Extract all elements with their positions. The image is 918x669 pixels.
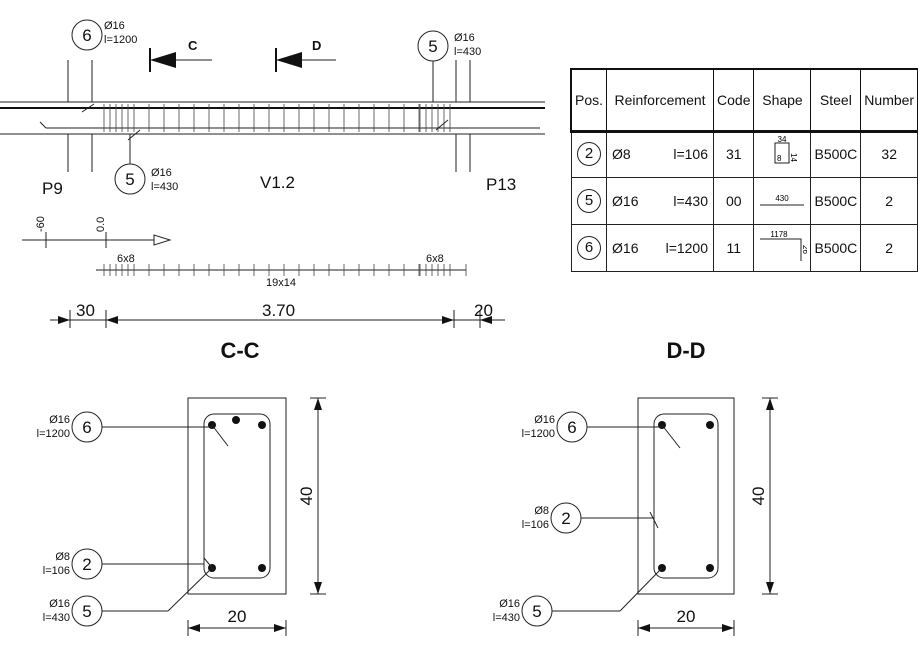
level-label-left: -60 [35,216,47,232]
row-steel: B500C [810,177,862,225]
shape-dim: 1178 [771,230,789,239]
row-diameter: Ø8 [612,146,631,162]
reinforcement-schedule: Pos. Reinforcement Code Shape Steel Numb… [569,67,918,272]
section-height-dd: 40 [749,487,768,506]
section-height-cc: 40 [297,487,316,506]
section-cut-label-c: C [188,38,198,53]
stirrup-spacing-ruler: 6x8 19x14 6x8 [96,253,467,289]
row-number: 32 [860,130,918,178]
row-number: 2 [860,177,918,225]
callout-length: l=1200 [104,34,137,46]
callout-number: 5 [82,602,91,621]
section-cc: C-C 40 20 6 Ø16 l=1200 2 Ø8 l=106 [37,338,326,636]
pos-badge: 5 [577,189,601,213]
callout-diameter: Ø16 [104,20,125,32]
dimension-left: 30 [76,301,95,320]
callout-diameter: Ø16 [49,414,70,426]
section-title-cc: C-C [220,338,259,363]
stirrup-group-left: 6x8 [117,253,135,265]
section-title-dd: D-D [666,338,705,363]
header-pos: Pos. [570,69,608,131]
row-code: 31 [713,130,755,178]
callout-length: l=430 [493,612,520,624]
callout-number: 5 [125,170,134,189]
row-steel: B500C [810,224,862,272]
column-label-right: P13 [486,175,516,194]
shape-dim: 26 [801,245,807,254]
header-reinforcement: Reinforcement [606,69,715,131]
row-length: l=1200 [665,240,709,256]
column-label-left: P9 [42,179,63,198]
pos-badge: 2 [577,142,601,166]
callout-pos6-elevation: 6 Ø16 l=1200 [71,19,137,51]
shape-dim: 430 [776,194,790,203]
shape-dim: 34 [778,135,787,144]
row-code: 11 [713,224,755,272]
callout-number: 2 [82,555,91,574]
callout-diameter: Ø8 [534,505,549,517]
schedule-header-row: Pos. Reinforcement Code Shape Steel Numb… [569,67,918,133]
callout-number: 5 [532,602,541,621]
row-shape: 430 [753,177,812,225]
section-width-dd: 20 [677,607,696,626]
span-dimension: 30 3.70 20 [50,301,505,328]
stirrup-lines [103,104,451,132]
callout-pos5-elevation-top: 5 Ø16 l=430 [417,30,481,102]
row-diameter: Ø16 [612,193,639,209]
dimension-right: 20 [474,301,493,320]
callout-length: l=106 [522,519,549,531]
callout-diameter: Ø16 [151,167,172,179]
row-shape: 1178 26 [753,224,812,272]
section-cut-d: D [275,38,336,72]
header-shape: Shape [753,69,812,131]
section-width-cc: 20 [228,607,247,626]
header-number: Number [860,69,918,131]
section-dd: D-D 40 20 6 Ø16 l=1200 2 Ø8 l=106 [493,338,778,636]
schedule-row: 6 Ø16 l=1200 11 1178 26 B500C 2 [570,224,918,272]
row-length: l=106 [673,146,709,162]
section-cut-label-d: D [312,38,321,53]
callout-length: l=106 [43,565,70,577]
row-steel: B500C [810,130,862,178]
stirrup-group-right: 6x8 [426,253,444,265]
callout-number: 6 [567,418,576,437]
pos-badge: 6 [577,236,601,260]
section-cut-c: C [149,38,212,72]
schedule-row: 5 Ø16 l=430 00 430 B500C 2 [570,177,918,225]
callout-number: 6 [82,26,91,45]
dimension-span: 3.70 [262,301,295,320]
stirrup-group-middle: 19x14 [266,277,296,289]
callout-number: 6 [82,418,91,437]
callout-number: 5 [428,37,437,56]
schedule-row: 2 Ø8 l=106 31 34 14 8 B500C 32 [570,130,918,178]
callout-diameter: Ø16 [499,598,520,610]
callout-pos5-elevation-bottom: 5 Ø16 l=430 [114,134,178,195]
header-code: Code [713,69,755,131]
row-diameter: Ø16 [612,240,639,256]
callout-length: l=430 [43,612,70,624]
header-steel: Steel [810,69,862,131]
row-number: 2 [860,224,918,272]
shape-dim: 8 [777,154,782,163]
row-shape: 34 14 8 [753,130,812,178]
callout-length: l=430 [151,181,178,193]
callout-diameter: Ø8 [55,551,70,563]
callout-diameter: Ø16 [454,32,475,44]
beam-label: V1.2 [260,173,295,192]
level-axis: -60 0.0 [22,216,172,248]
shape-dim: 14 [789,153,798,162]
row-code: 00 [713,177,755,225]
callout-number: 2 [561,509,570,528]
callout-diameter: Ø16 [534,414,555,426]
row-length: l=430 [673,193,709,209]
level-label-right: 0.0 [95,217,107,232]
callout-length: l=1200 [37,428,70,440]
callout-length: l=1200 [522,428,555,440]
callout-length: l=430 [454,46,481,58]
beam-elevation [0,60,545,172]
callout-diameter: Ø16 [49,598,70,610]
